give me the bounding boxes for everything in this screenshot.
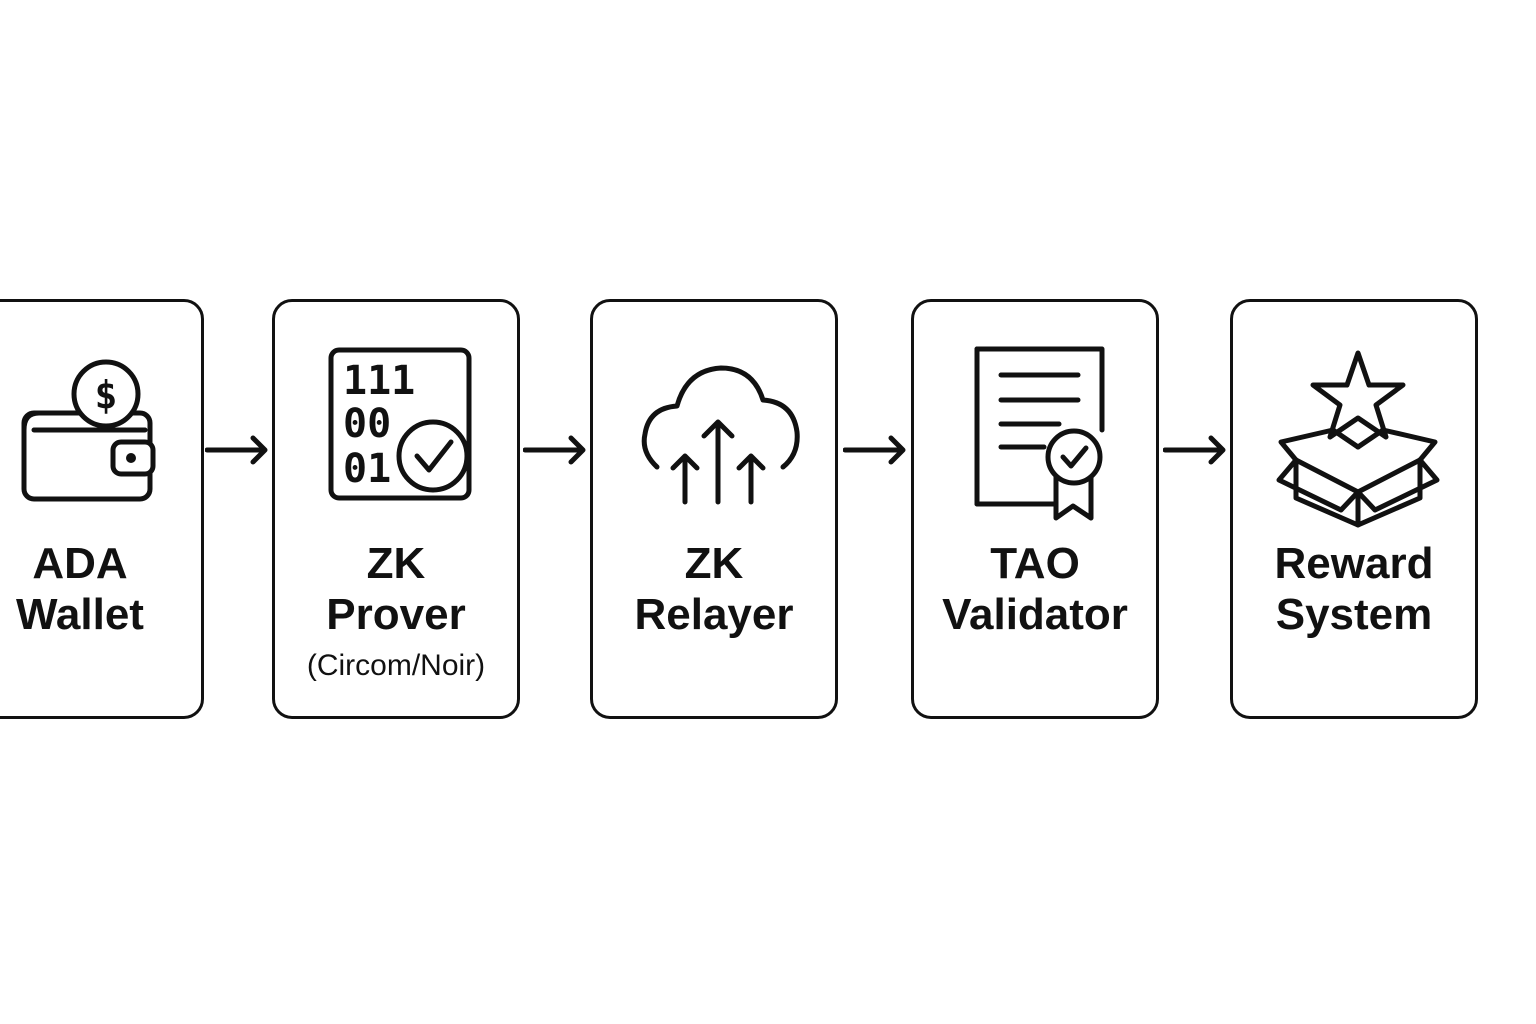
node-tao-validator: TAO Validator [911, 299, 1159, 719]
node-subtitle: (Circom/Noir) [306, 649, 486, 682]
arrow-relayer-to-validator [843, 435, 909, 465]
binary-row-2: 00 [343, 401, 391, 447]
node-title-line2: System [1275, 590, 1433, 639]
star-box-icon [1233, 342, 1475, 532]
wallet-icon: $ [0, 342, 201, 532]
node-title-line1: Reward [1274, 539, 1434, 588]
node-title-line2: Wallet [16, 590, 144, 639]
node-ada-wallet: $ ADA Wallet [0, 299, 204, 719]
arrow-validator-to-reward [1163, 435, 1229, 465]
node-title-line2: Prover [326, 590, 466, 639]
arrow-prover-to-relayer [523, 435, 589, 465]
node-zk-relayer: ZK Relayer [590, 299, 838, 719]
node-label: TAO Validator [914, 538, 1156, 640]
arrow-ada-to-prover [205, 435, 271, 465]
node-title-line1: ZK [684, 539, 744, 588]
node-label: ZK Relayer [593, 538, 835, 640]
cloud-upload-icon [593, 342, 835, 532]
node-title-line2: Relayer [634, 590, 794, 639]
node-label: Reward System [1233, 538, 1475, 640]
certificate-icon [914, 342, 1156, 532]
node-reward-system: Reward System [1230, 299, 1478, 719]
coin-symbol: $ [95, 373, 118, 417]
node-title-line1: ZK [366, 539, 426, 588]
binary-row-1: 111 [343, 358, 415, 404]
node-title-line2: Validator [942, 590, 1128, 639]
node-title-line1: ADA [32, 539, 128, 588]
binary-row-3: 01 [343, 446, 391, 492]
node-label: ADA Wallet [0, 538, 201, 640]
node-label: ZK Prover [275, 538, 517, 640]
node-zk-prover: 111 00 01 ZK Prover (Circom/Noir) [272, 299, 520, 719]
binary-check-icon: 111 00 01 [275, 342, 517, 532]
node-title-line1: TAO [990, 539, 1080, 588]
